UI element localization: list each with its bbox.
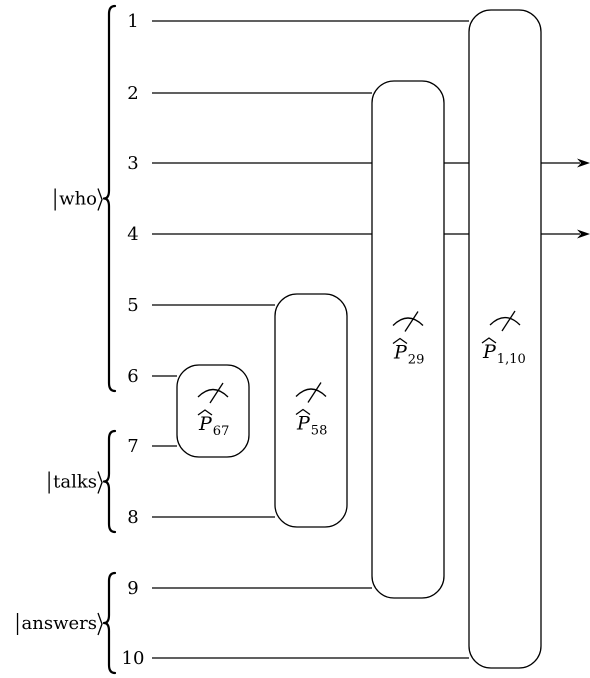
measurement-p-1_10: P1,10 bbox=[468, 9, 542, 669]
meter-arc-icon bbox=[392, 317, 424, 326]
ket-angle bbox=[97, 471, 103, 494]
measurement-p-29: P29 bbox=[371, 80, 445, 599]
wire-label-4: 4 bbox=[127, 224, 138, 245]
hat-accent bbox=[392, 337, 408, 345]
meter-needle-icon bbox=[209, 382, 224, 404]
brace-talks bbox=[102, 429, 117, 534]
meter-arc-icon bbox=[197, 388, 229, 398]
ket-label: answers bbox=[22, 613, 97, 634]
meter-arc-icon bbox=[489, 316, 521, 326]
ket-angle bbox=[97, 188, 103, 211]
wire-arrowhead-4 bbox=[577, 229, 590, 239]
measurement-box bbox=[371, 80, 445, 599]
projector-label: P1,10 bbox=[482, 341, 526, 367]
wire-label-8: 8 bbox=[127, 507, 138, 528]
measurement-box bbox=[274, 293, 348, 528]
wire-label-5: 5 bbox=[127, 295, 138, 316]
ket-label: who bbox=[59, 189, 97, 210]
measurement-boxes-layer: P67 P58 P29 P1,10 bbox=[176, 9, 542, 669]
ket-talks: talks bbox=[48, 471, 103, 494]
meter-arc-icon bbox=[295, 388, 327, 397]
projector-label: P58 bbox=[296, 413, 327, 439]
hat-accent bbox=[481, 337, 497, 344]
measurement-p-58: P58 bbox=[274, 293, 348, 528]
wire-label-7: 7 bbox=[127, 436, 138, 457]
ket-answers: answers bbox=[16, 612, 103, 636]
wires-layer: 1 2 3 4 5 6 7 8 9 10 bbox=[122, 11, 590, 669]
ket-who: who bbox=[54, 188, 103, 211]
measurement-p-67: P67 bbox=[176, 364, 250, 458]
ket-angle bbox=[97, 612, 103, 636]
wire-label-1: 1 bbox=[127, 11, 138, 32]
brace-who bbox=[102, 4, 117, 393]
brace-answers bbox=[102, 571, 117, 675]
wire-label-9: 9 bbox=[127, 578, 138, 599]
register-braces-layer: who talks answers bbox=[16, 4, 117, 675]
projector-label: P29 bbox=[393, 342, 424, 368]
measurement-box bbox=[468, 9, 542, 669]
wire-label-6: 6 bbox=[127, 366, 138, 387]
meter-needle-icon bbox=[404, 311, 419, 332]
wire-label-3: 3 bbox=[127, 153, 138, 174]
wire-label-10: 10 bbox=[122, 648, 145, 669]
measurement-box bbox=[176, 364, 250, 458]
ket-label: talks bbox=[53, 472, 97, 493]
wire-label-2: 2 bbox=[127, 83, 138, 104]
wire-arrowhead-3 bbox=[577, 158, 590, 168]
hat-accent bbox=[197, 409, 213, 416]
meter-needle-icon bbox=[307, 382, 322, 403]
meter-needle-icon bbox=[501, 310, 516, 332]
hat-accent bbox=[295, 408, 311, 416]
projector-label: P67 bbox=[198, 413, 229, 439]
